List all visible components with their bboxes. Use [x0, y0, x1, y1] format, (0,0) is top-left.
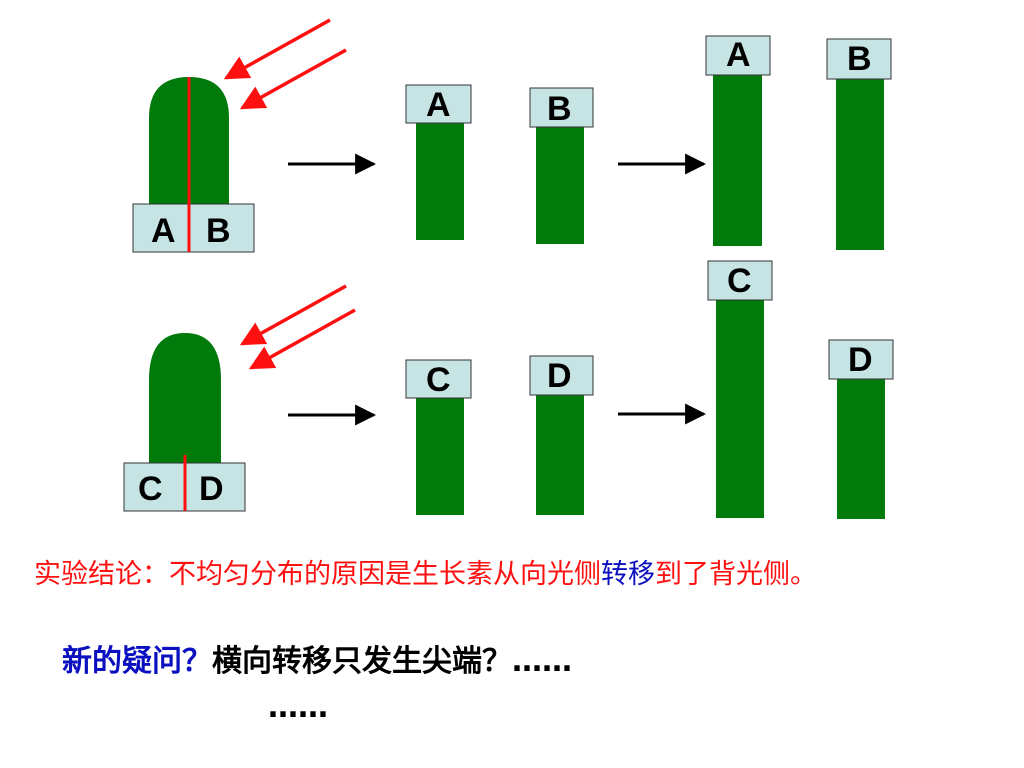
label-d-base: D	[199, 470, 224, 508]
new-question: 新的疑问？横向转移只发生尖端？……	[62, 636, 572, 680]
label-box-b-small	[529, 87, 594, 128]
stem-b-grown	[836, 78, 884, 250]
label-box-d-grown	[828, 339, 894, 380]
label-c-grown: C	[727, 262, 752, 300]
stem-d-small	[536, 395, 584, 515]
coleoptile-cd-shape	[149, 333, 221, 465]
label-box-a-grown	[705, 35, 771, 76]
label-box-c-small	[405, 359, 472, 399]
coleoptile-ab: A B	[132, 77, 255, 253]
label-a-small: A	[426, 86, 451, 124]
label-b-grown: B	[847, 40, 872, 78]
stem-c-small	[416, 398, 464, 515]
block-b-grown: B	[826, 38, 892, 250]
label-box-d-small	[529, 355, 594, 396]
block-c-grown: C	[707, 260, 773, 518]
stem-a-grown	[713, 75, 762, 246]
question-continuation: ……	[268, 690, 328, 725]
light-ray-icon	[223, 18, 331, 80]
label-a-grown: A	[726, 36, 751, 74]
block-d-grown: D	[828, 339, 894, 519]
light-ray-icon	[239, 48, 347, 110]
light-ray-icon	[239, 284, 347, 346]
block-a-grown: A	[705, 35, 771, 246]
label-b-base: B	[206, 212, 231, 250]
label-box-b-grown	[826, 38, 892, 80]
label-box-c-grown	[707, 260, 773, 301]
experiment-conclusion: 实验结论：不均匀分布的原因是生长素从向光侧转移到了背光侧。	[34, 552, 817, 591]
block-a-small: A	[405, 84, 472, 240]
conclusion-part1: 实验结论：不均匀分布的原因是生长素从向光侧	[34, 559, 601, 590]
stem-a-small	[416, 123, 464, 240]
label-box-a-small	[405, 84, 472, 124]
light-rays-top	[223, 18, 347, 110]
label-box-ab	[132, 203, 255, 253]
label-c-small: C	[426, 361, 451, 399]
light-ray-icon	[248, 308, 356, 370]
conclusion-part3: 到了背光侧。	[655, 559, 817, 590]
question-label: 新的疑问？	[62, 644, 212, 679]
block-b-small: B	[529, 87, 594, 244]
light-rays-bottom	[239, 284, 356, 370]
conclusion-highlight: 转移	[601, 559, 655, 590]
block-d-small: D	[529, 355, 594, 515]
label-c-base: C	[138, 470, 163, 508]
label-d-grown: D	[848, 341, 873, 379]
stem-c-grown	[716, 300, 764, 518]
block-c-small: C	[405, 359, 472, 515]
coleoptile-cd: C D	[123, 333, 246, 512]
label-d-small: D	[547, 357, 572, 395]
stem-d-grown	[837, 379, 885, 519]
stem-b-small	[536, 127, 584, 244]
label-b-small: B	[547, 90, 572, 128]
question-text: 横向转移只发生尖端？……	[212, 644, 572, 679]
label-a-base: A	[151, 212, 176, 250]
